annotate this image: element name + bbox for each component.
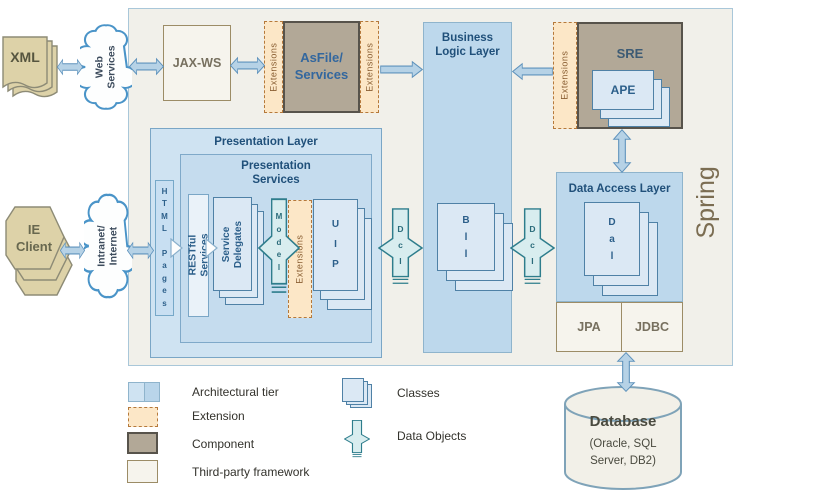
sre-ext-label: Extensions <box>559 50 570 101</box>
legend-third-party-label: Third-party framework <box>192 465 310 479</box>
jdbc-box: JDBC <box>621 302 683 352</box>
jax-ws-box: JAX-WS <box>163 25 231 101</box>
sre-label: SRE <box>616 46 644 61</box>
model-data-object <box>258 198 300 293</box>
asfile-services-component: AsFile/ Services <box>283 21 360 113</box>
ape-stack-front: APE <box>592 70 654 110</box>
arrow-asfile-bll <box>380 60 423 79</box>
dal-stack-front: D a l <box>584 202 640 276</box>
html-pages-top: H T M L <box>161 187 168 234</box>
jax-ws-label: JAX-WS <box>172 56 222 70</box>
bll-stack-front: B l l <box>437 203 495 271</box>
model-letters: M o d e l <box>275 212 283 273</box>
database-name: Database <box>589 412 657 430</box>
arrow-xml-webservices <box>57 58 83 76</box>
legend-tier-swatch-left <box>129 383 145 401</box>
web-cloud-label: Web Services <box>93 45 118 89</box>
arrow-jaxws-asfile <box>230 56 265 75</box>
service-delegates-label: Service Delegates <box>221 220 244 268</box>
dal-stack-letters: D a l <box>608 216 616 262</box>
legend-component-label: Component <box>192 437 255 451</box>
arrow-ieclient-intranet <box>60 241 85 260</box>
arrow-webservices-jaxws <box>129 57 164 76</box>
asfile-ext-right-label: Extensions <box>364 42 375 92</box>
bll-stack-letters: B l l <box>462 214 470 260</box>
legend-extension-swatch <box>128 407 158 427</box>
web-services-cloud <box>80 24 132 110</box>
ape-label: APE <box>610 83 636 97</box>
presentation-layer-title: Presentation Layer <box>214 136 318 148</box>
asfile-extensions-right: Extensions <box>360 21 379 113</box>
bll-title: Business Logic Layer <box>435 32 500 59</box>
legend-third-party-swatch <box>127 460 158 483</box>
chevron-arrow-icon <box>205 238 218 258</box>
dci-left-data-object <box>378 208 423 284</box>
dci-right-data-object <box>510 208 555 284</box>
asfile-extensions-left: Extensions <box>264 21 283 113</box>
intranet-cloud-label: Intranet/ Internet <box>95 225 120 267</box>
legend-extension-label: Extension <box>192 409 245 423</box>
legend-architectural-tier-swatch <box>128 382 160 402</box>
legend-classes-layer <box>342 378 364 402</box>
legend-data-objects-label: Data Objects <box>397 429 467 443</box>
sre-extensions-strip: Extensions <box>553 22 577 129</box>
web-cloud-label-wrap: Web Services <box>80 18 132 116</box>
arrow-dal-database <box>616 352 636 392</box>
uip-letters: U I P <box>331 219 340 270</box>
arrow-sre-bll <box>512 62 553 81</box>
legend-tier-swatch-right <box>144 383 159 401</box>
uip-stack-front: U I P <box>313 199 358 291</box>
legend-architectural-tier-label: Architectural tier <box>192 385 279 399</box>
model-letters-wrap: M o d e l <box>258 200 300 286</box>
dci-left-letters-wrap: D c I <box>378 210 423 280</box>
dal-title: Data Access Layer <box>568 183 671 195</box>
database-cylinder <box>564 386 682 490</box>
legend-classes-label: Classes <box>397 386 440 400</box>
ie-client-icon <box>5 206 73 296</box>
presentation-services-title: Presentation Services <box>241 160 311 187</box>
jdbc-label: JDBC <box>634 320 670 334</box>
xml-label: XML <box>10 49 40 65</box>
presentation-extensions-strip: Extensions <box>288 200 312 318</box>
jpa-box: JPA <box>556 302 622 352</box>
intranet-cloud <box>84 193 132 299</box>
asfile-ext-left-label: Extensions <box>268 42 279 92</box>
business-logic-layer: Business Logic Layer <box>423 22 512 353</box>
dci-right-letters-wrap: D c I <box>510 210 555 280</box>
chevron-arrow-icon <box>170 238 183 258</box>
ie-client-label: IE Client <box>15 222 53 254</box>
arrow-sre-dal <box>612 129 632 173</box>
jpa-label: JPA <box>577 320 601 334</box>
sd-stack-front: Service Delegates <box>213 197 252 291</box>
xml-documents-icon <box>2 36 58 98</box>
spring-label: Spring <box>691 165 720 239</box>
intranet-cloud-label-wrap: Intranet/ Internet <box>84 186 132 306</box>
legend-data-objects-glyph <box>344 420 370 458</box>
asfile-services-label: AsFile/ Services <box>294 50 349 82</box>
html-pages-bottom: P a g e s <box>161 249 168 308</box>
legend-component-swatch <box>127 432 158 454</box>
dci-left-letters: D c I <box>397 223 404 267</box>
arrow-intranet-presentation <box>127 241 154 260</box>
dci-right-letters: D c I <box>529 223 536 267</box>
html-pages-strip: H T M L P a g e s <box>155 180 174 316</box>
database-detail: (Oracle, SQL Server, DB2) <box>589 438 657 467</box>
